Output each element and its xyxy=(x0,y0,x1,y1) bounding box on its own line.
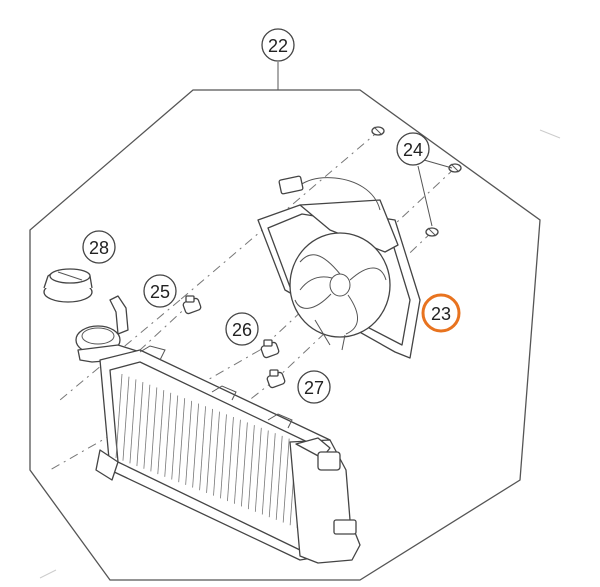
fan-screw-group xyxy=(371,126,462,237)
radiator-fin-line xyxy=(234,419,241,504)
radiator-fin-line xyxy=(150,387,158,472)
radiator-cap-drawing xyxy=(43,268,93,303)
radiator-fin-line xyxy=(275,435,283,520)
radiator-fin-line xyxy=(227,417,234,502)
callout-number-23: 23 xyxy=(431,304,451,324)
callout-24-leader-a xyxy=(417,165,433,227)
fan-screw-3 xyxy=(425,227,439,237)
radiator-fin-line xyxy=(206,408,213,493)
callout-number-22: 22 xyxy=(268,36,288,56)
callout-27: 27 xyxy=(297,370,331,404)
callout-number-27: 27 xyxy=(304,378,324,398)
callout-number-26: 26 xyxy=(232,320,252,340)
radiator-fin-line xyxy=(157,390,165,475)
rubber-mount-drawings xyxy=(182,295,286,389)
radiator-fin-line xyxy=(261,430,269,515)
fan-assembly-drawing xyxy=(257,175,421,359)
radiator-fin-line xyxy=(192,403,200,488)
callout-number-25: 25 xyxy=(150,282,170,302)
callout-circle-22 xyxy=(261,28,295,62)
edge-artifact-2 xyxy=(39,569,57,579)
radiator-fin-line xyxy=(122,376,130,461)
radiator-fin-line xyxy=(178,398,186,483)
radiator-fin-line xyxy=(185,400,193,485)
radiator-fin-line xyxy=(213,411,220,496)
radiator-fin-line xyxy=(164,392,172,477)
assembly-boundary xyxy=(29,89,541,581)
radiator-fin-line xyxy=(254,427,262,512)
callout-circle-26 xyxy=(225,312,259,346)
callout-number-24: 24 xyxy=(403,140,423,160)
callout-25: 25 xyxy=(143,274,177,308)
mount-25 xyxy=(182,295,202,315)
radiator-fin-line xyxy=(247,425,255,510)
edge-artifact xyxy=(539,129,561,139)
callout-circle-23 xyxy=(421,293,461,333)
callout-28: 28 xyxy=(82,230,116,264)
radiator-fin-line xyxy=(136,382,144,467)
radiator-fin-line xyxy=(268,433,276,518)
callout-layer: 22 24 23 28 25 26 27 xyxy=(82,28,461,404)
radiator-fin-line xyxy=(220,414,227,499)
callout-23: 23 xyxy=(421,293,461,333)
radiator-fin-line xyxy=(199,406,206,491)
fan-screw-1 xyxy=(371,126,385,136)
callout-circle-25 xyxy=(143,274,177,308)
radiator-fin-line xyxy=(143,384,151,469)
radiator-fin-line xyxy=(115,373,123,459)
mount-27 xyxy=(266,369,286,389)
radiator-fin-line xyxy=(282,438,290,523)
callout-22: 22 xyxy=(261,28,295,62)
callout-24: 24 xyxy=(396,132,430,166)
radiator-drawing xyxy=(75,295,361,564)
callout-24-leader-b xyxy=(423,159,453,169)
callout-circle-28 xyxy=(82,230,116,264)
radiator-fin-line xyxy=(240,422,248,507)
callout-circle-24 xyxy=(396,132,430,166)
fan-screw-2 xyxy=(448,163,462,173)
callout-26: 26 xyxy=(225,312,259,346)
mount-26 xyxy=(260,339,280,359)
radiator-fin-line xyxy=(171,395,179,480)
radiator-fin-line xyxy=(129,379,137,464)
callout-circle-27 xyxy=(297,370,331,404)
callout-number-28: 28 xyxy=(89,238,109,258)
